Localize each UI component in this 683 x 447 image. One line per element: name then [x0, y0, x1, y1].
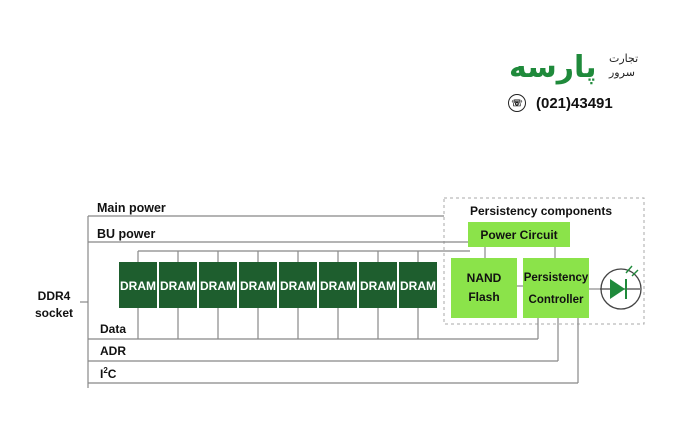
dram-chip	[199, 262, 237, 308]
brand-logo: پارسه تجارت سرور	[505, 46, 655, 116]
dram-chip-label: DRAM	[280, 279, 316, 293]
dram-chip-label: DRAM	[360, 279, 396, 293]
phone-contact: ☏ (021)43491	[508, 94, 613, 112]
dram-chip-label: DRAM	[160, 279, 196, 293]
i2c-end: C	[108, 367, 117, 381]
dram-chip	[119, 262, 157, 308]
persistency-controller-box	[523, 258, 589, 318]
i2c-label: I2C	[100, 366, 117, 381]
dram-chip	[399, 262, 437, 308]
logo-brand: پارسه	[509, 50, 597, 85]
dram-chip-label: DRAM	[120, 279, 156, 293]
dram-group: DRAM DRAM DRAM DRAM DRAM DRAM DRAM DRAM	[119, 251, 437, 339]
power-circuit-label: Power Circuit	[480, 228, 557, 242]
dram-chip	[319, 262, 357, 308]
logo-line2: سرور	[609, 66, 635, 79]
logo-line1: تجارت	[609, 52, 639, 65]
nand-flash-box	[451, 258, 517, 318]
persistency-region	[443, 197, 645, 325]
phone-icon: ☏	[508, 94, 526, 112]
power-circuit-box	[468, 222, 570, 247]
controller-label-line1: Persistency	[524, 272, 589, 284]
phone-number: (021)43491	[536, 94, 613, 112]
dram-chip	[239, 262, 277, 308]
main-power-label: Main power	[97, 201, 166, 215]
led-diode-icon	[600, 265, 642, 310]
dram-chip-label: DRAM	[400, 279, 436, 293]
adr-label: ADR	[100, 344, 126, 358]
socket-label-line2: socket	[35, 306, 73, 320]
i2c-base: I	[100, 367, 103, 381]
dram-chip-label: DRAM	[240, 279, 276, 293]
socket-label-line1: DDR4	[38, 289, 71, 303]
dram-chip	[359, 262, 397, 308]
dram-chip-label: DRAM	[320, 279, 356, 293]
nand-label-line1: NAND	[467, 271, 502, 285]
nand-label-line2: Flash	[468, 290, 499, 304]
dram-chip-label: DRAM	[200, 279, 236, 293]
controller-label-line2: Controller	[529, 294, 584, 306]
dram-chip	[159, 262, 197, 308]
persistency-title: Persistency components	[470, 204, 612, 218]
dram-chip	[279, 262, 317, 308]
i2c-sup: 2	[103, 366, 108, 375]
bu-power-label: BU power	[97, 227, 155, 241]
data-label: Data	[100, 322, 126, 336]
